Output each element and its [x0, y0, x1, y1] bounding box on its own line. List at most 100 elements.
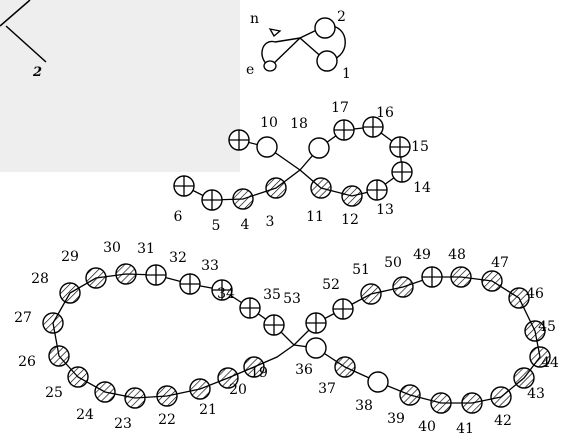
- fragment-line-a: [0, 0, 31, 27]
- large-bead-label-47: 47: [491, 255, 509, 271]
- large-bead-label-19: 19: [250, 365, 268, 381]
- large-bead-label-48: 48: [448, 247, 466, 263]
- middle-bead-18: [308, 137, 330, 159]
- middle-bead-label-11: 11: [306, 209, 324, 225]
- middle-bead-label-14: 14: [413, 180, 431, 196]
- large-bead-53-cross-mark: [306, 313, 326, 333]
- large-bead-42: [490, 386, 512, 408]
- middle-bead-15-cross-mark: [390, 137, 410, 157]
- large-bead-label-53: 53: [283, 291, 301, 307]
- middle-bead-5-cross-mark: [202, 190, 222, 210]
- middle-bead-label-5: 5: [212, 218, 221, 234]
- large-bead-label-29: 29: [61, 249, 79, 265]
- small-bead-1: [316, 50, 338, 72]
- large-bead-28: [59, 282, 81, 304]
- large-bead-label-46: 46: [526, 286, 544, 302]
- small-bead-n: [268, 28, 282, 37]
- large-bead-40: [430, 392, 452, 414]
- small-figure-crossing: [269, 25, 326, 68]
- small-bead-e: [263, 60, 277, 72]
- large-bead-label-38: 38: [355, 398, 373, 414]
- large-bead-label-21: 21: [199, 402, 217, 418]
- large-bead-32-cross-mark: [180, 274, 200, 294]
- middle-bead-end-cross-mark: [229, 130, 249, 150]
- corner-cross-fragment: 2: [0, 0, 47, 80]
- large-bead-label-52: 52: [322, 277, 340, 293]
- middle-bead-11: [310, 177, 332, 199]
- large-bead-label-49: 49: [413, 247, 431, 263]
- large-bead-label-32: 32: [169, 250, 187, 266]
- large-bead-label-34: 34: [217, 286, 235, 302]
- middle-bead-16-cross-mark: [363, 117, 383, 137]
- large-bead-label-37: 37: [318, 381, 336, 397]
- large-bead-label-39: 39: [387, 411, 405, 427]
- large-bead-label-30: 30: [103, 240, 121, 256]
- middle-bead-label-15: 15: [411, 139, 429, 155]
- large-bead-26: [48, 345, 70, 367]
- middle-bead-14-cross-mark: [392, 162, 412, 182]
- large-bead-33-cross-mark: [212, 280, 232, 300]
- large-bead-label-24: 24: [76, 407, 94, 423]
- large-bead-label-20: 20: [229, 382, 247, 398]
- large-bead-24: [94, 381, 116, 403]
- large-bead-label-40: 40: [418, 419, 436, 435]
- small-figure-eight: n e 2 1: [246, 9, 351, 82]
- small-label-n: n: [250, 11, 259, 27]
- middle-bead-6-cross-mark: [174, 176, 194, 196]
- large-bead-25: [67, 366, 89, 388]
- middle-bead-label-12: 12: [341, 212, 359, 228]
- middle-figure-beads: 10 18 17 16 15 14 13 12 11 34 5 6: [173, 100, 431, 234]
- middle-bead-label-4: 4: [241, 217, 250, 233]
- large-bead-45: [524, 320, 546, 342]
- large-bead-29: [85, 267, 107, 289]
- large-bead-37: [334, 356, 356, 378]
- middle-bead-12: [341, 185, 363, 207]
- middle-bead-4: [232, 188, 254, 210]
- middle-bead-label-17: 17: [331, 100, 349, 116]
- fragment-label: 2: [32, 65, 42, 80]
- large-bead-label-27: 27: [14, 310, 32, 326]
- large-bead-19: [243, 356, 265, 378]
- large-bead-label-22: 22: [158, 412, 176, 428]
- large-bead-41: [461, 392, 483, 414]
- large-bead-39: [399, 384, 421, 406]
- large-bead-label-41: 41: [456, 421, 474, 437]
- large-bead-21: [189, 378, 211, 400]
- large-bead-46: [508, 287, 530, 309]
- large-bead-52-cross-mark: [333, 299, 353, 319]
- middle-bead-10: [256, 136, 278, 158]
- middle-bead-label-13: 13: [376, 202, 394, 218]
- large-bead-label-33: 33: [201, 258, 219, 274]
- large-bead-label-28: 28: [31, 271, 49, 287]
- middle-bead-label-10: 10: [260, 115, 278, 131]
- middle-figure-strand: [183, 126, 403, 201]
- middle-bead-label-16: 16: [376, 105, 394, 121]
- middle-bead-label-6: 6: [174, 209, 183, 225]
- large-bead-30: [115, 263, 137, 285]
- large-bead-label-35: 35: [263, 287, 281, 303]
- small-label-1: 1: [342, 66, 351, 82]
- large-bead-48: [450, 266, 472, 288]
- large-bead-38: [367, 371, 389, 393]
- middle-bead-17-cross-mark: [334, 120, 354, 140]
- middle-bead-label-18: 18: [290, 116, 308, 132]
- large-bead-label-43: 43: [527, 386, 545, 402]
- large-bead-label-45: 45: [538, 319, 556, 335]
- large-bead-44: [529, 346, 551, 368]
- large-bead-50: [392, 276, 414, 298]
- middle-bead-3: [265, 177, 287, 199]
- large-bead-label-36: 36: [295, 362, 313, 378]
- large-bead-49-cross-mark: [422, 267, 442, 287]
- fragment-line-b: [5, 25, 47, 63]
- large-bead-51: [360, 283, 382, 305]
- large-bead-label-42: 42: [494, 413, 512, 429]
- large-bead-label-31: 31: [137, 241, 155, 257]
- large-bead-34-cross-mark: [240, 298, 260, 318]
- large-bead-label-23: 23: [114, 416, 132, 432]
- large-bead-label-50: 50: [384, 255, 402, 271]
- middle-bead-label-3: 3: [266, 214, 275, 230]
- large-bead-20: [217, 367, 239, 389]
